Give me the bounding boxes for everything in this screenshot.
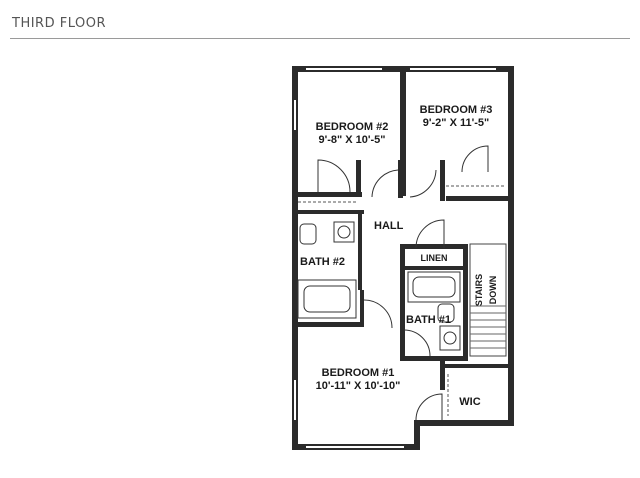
bedroom1-dims: 10'-11" X 10'-10" xyxy=(316,380,401,392)
bedroom1-name: BEDROOM #1 xyxy=(322,367,395,379)
toilet-icon xyxy=(299,223,317,245)
bedroom3-name: BEDROOM #3 xyxy=(420,104,493,116)
bath2-label: BATH #2 xyxy=(300,256,345,268)
bath2-fixtures xyxy=(297,221,357,319)
interior-walls xyxy=(292,160,512,390)
doors xyxy=(317,145,489,421)
bath1-fixtures xyxy=(407,271,461,351)
floor-title: THIRD FLOOR xyxy=(12,16,106,31)
bedroom3-dims: 9'-2" X 11'-5" xyxy=(423,117,489,129)
linen-label: LINEN xyxy=(421,253,448,263)
stairs-label: STAIRS xyxy=(474,274,484,306)
windows xyxy=(294,68,496,448)
header-divider xyxy=(10,38,630,39)
sink-icon xyxy=(333,221,355,243)
closet-shelves xyxy=(298,185,506,416)
hall-label: HALL xyxy=(374,220,404,232)
stairs-direction: DOWN xyxy=(488,276,498,305)
wic-label: WIC xyxy=(459,396,480,408)
bath1-label: BATH #1 xyxy=(406,314,451,326)
sink-icon xyxy=(439,325,461,351)
bedroom2-name: BEDROOM #2 xyxy=(316,121,389,133)
staircase xyxy=(469,243,507,357)
room-labels: BEDROOM #2 9'-8" X 10'-5" BEDROOM #3 9'-… xyxy=(300,104,498,408)
toilet-icon xyxy=(437,303,455,323)
bedroom2-dims: 9'-8" X 10'-5" xyxy=(318,134,385,146)
